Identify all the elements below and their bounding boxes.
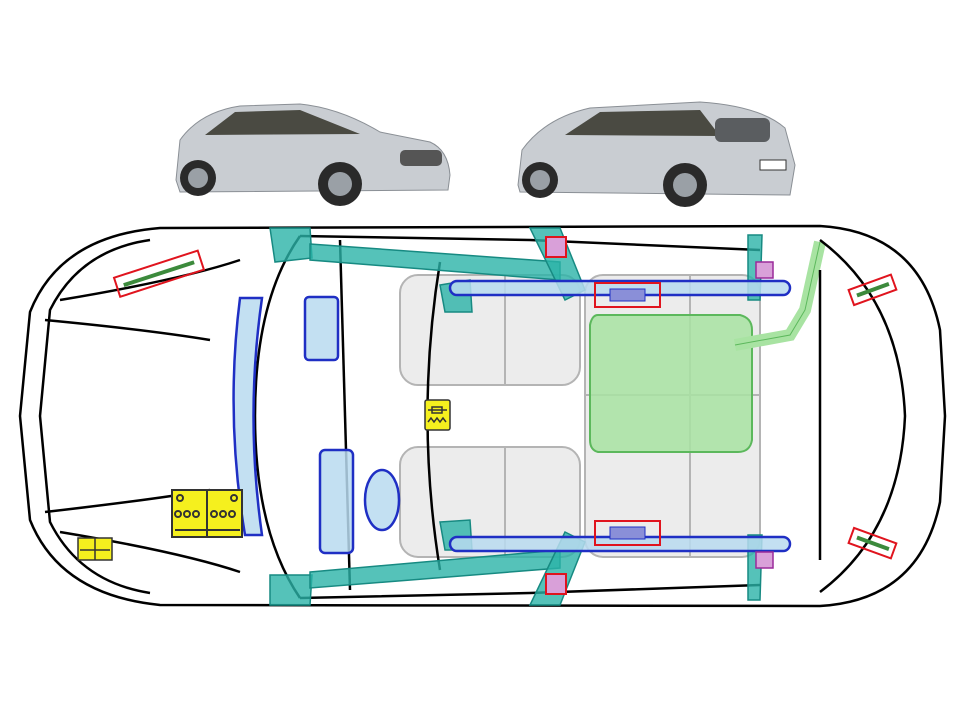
control-unit	[424, 399, 451, 431]
seatbelt-pretensioner	[545, 573, 567, 595]
auxiliary-battery	[77, 537, 113, 561]
front-view-photo	[175, 103, 451, 206]
driver-airbag	[363, 468, 401, 532]
gas-strut	[847, 526, 898, 560]
rear-view-photo	[517, 101, 796, 207]
driver-knee-airbag	[318, 448, 355, 555]
seatbelt-pretensioner	[755, 551, 774, 569]
gas-generator	[594, 520, 661, 546]
a-pillar-reinforcement	[269, 227, 313, 263]
battery-12v	[171, 489, 243, 538]
windshield-knee-airbag	[232, 296, 264, 537]
gas-strut	[112, 249, 206, 299]
seatbelt-pretensioner	[755, 261, 774, 279]
gas-strut	[847, 273, 898, 307]
gas-generator	[594, 282, 661, 308]
fuel-tank	[589, 240, 826, 453]
passenger-airbag	[303, 295, 340, 362]
seatbelt-pretensioner	[545, 236, 567, 258]
a-pillar-reinforcement	[269, 574, 313, 606]
